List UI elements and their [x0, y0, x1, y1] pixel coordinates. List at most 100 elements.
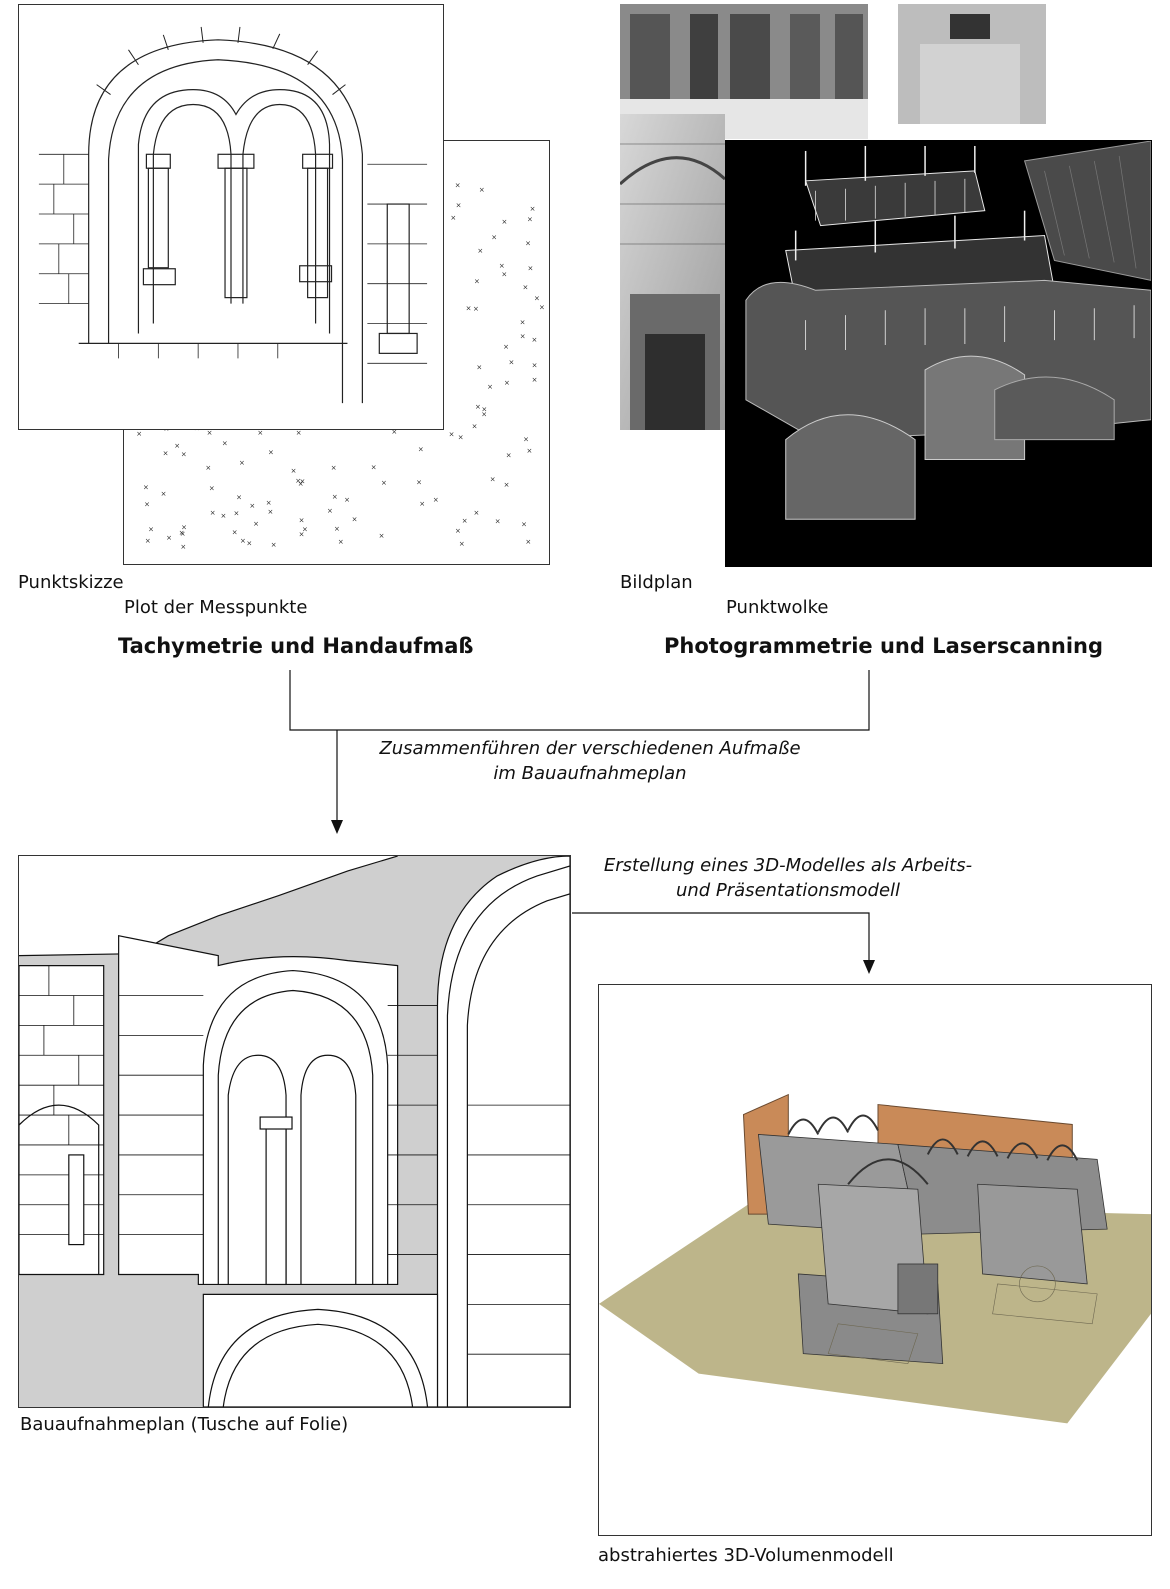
volume-model	[598, 984, 1152, 1536]
survey-point: ×	[163, 450, 169, 458]
survey-point: ×	[474, 278, 480, 286]
point-sketch	[18, 4, 444, 430]
survey-point: ×	[527, 264, 533, 272]
survey-point: ×	[166, 534, 172, 542]
survey-point: ×	[205, 464, 211, 472]
volume-model-graphic	[599, 1093, 1151, 1424]
survey-point: ×	[268, 508, 274, 516]
survey-point: ×	[331, 464, 337, 472]
survey-point: ×	[209, 484, 215, 492]
survey-point: ×	[501, 270, 507, 278]
survey-point: ×	[433, 496, 439, 504]
survey-point: ×	[136, 430, 142, 438]
survey-point: ×	[476, 364, 482, 372]
survey-point: ×	[475, 403, 481, 411]
survey-point: ×	[525, 240, 531, 248]
merge-note: Zusammenführen der verschiedenen Aufmaße…	[340, 736, 840, 786]
survey-point: ×	[532, 376, 538, 384]
survey-point: ×	[268, 449, 274, 457]
survey-point: ×	[299, 516, 305, 524]
point-cloud-graphic	[726, 141, 1151, 566]
survey-point: ×	[371, 464, 377, 472]
plot-caption: Plot der Messpunkte	[124, 597, 308, 618]
survey-point: ×	[479, 186, 485, 194]
survey-point: ×	[449, 431, 455, 439]
survey-point: ×	[180, 530, 186, 538]
point-cloud	[725, 140, 1152, 567]
survey-point: ×	[179, 529, 185, 537]
survey-point: ×	[477, 247, 483, 255]
survey-point: ×	[530, 205, 536, 213]
survey-point: ×	[520, 318, 526, 326]
survey-point: ×	[291, 467, 297, 475]
survey-point: ×	[534, 295, 540, 303]
survey-point: ×	[472, 422, 478, 430]
survey-point: ×	[503, 343, 509, 351]
survey-point: ×	[487, 383, 493, 391]
survey-point: ×	[352, 515, 358, 523]
survey-plan	[18, 855, 571, 1408]
survey-point: ×	[495, 517, 501, 525]
survey-point: ×	[532, 362, 538, 370]
survey-point: ×	[232, 528, 238, 536]
survey-point: ×	[296, 429, 302, 437]
survey-point: ×	[481, 410, 487, 418]
survey-point: ×	[207, 429, 213, 437]
survey-point: ×	[523, 435, 529, 443]
arcade-sketch-graphic	[38, 26, 428, 404]
survey-point: ×	[181, 451, 187, 459]
survey-point: ×	[327, 507, 333, 515]
survey-point: ×	[332, 493, 338, 501]
survey-point: ×	[419, 500, 425, 508]
survey-point: ×	[455, 527, 461, 535]
survey-point: ×	[302, 525, 308, 533]
arrowheads	[331, 820, 875, 974]
survey-point: ×	[299, 530, 305, 538]
cloud-caption: Punktwolke	[726, 597, 829, 618]
survey-point: ×	[246, 539, 252, 547]
merge-note-line2: im Bauaufnahmeplan	[493, 763, 687, 784]
survey-point: ×	[334, 525, 340, 533]
survey-point: ×	[491, 233, 497, 241]
survey-point: ×	[455, 182, 461, 190]
survey-point: ×	[338, 538, 344, 546]
survey-point: ×	[459, 540, 465, 548]
survey-point: ×	[499, 262, 505, 270]
survey-point: ×	[181, 523, 187, 531]
right-heading: Photogrammetrie und Laserscanning	[664, 634, 1104, 658]
survey-point: ×	[462, 517, 468, 525]
merge-note-line1: Zusammenführen der verschiedenen Aufmaße	[379, 738, 801, 759]
measurement-points-graphic: × × × × × × × × × × × × × × × × × × × × × × × × × × × × × × × × × × × × × × × ×…	[136, 182, 545, 551]
survey-point: ×	[521, 521, 527, 529]
survey-point: ×	[161, 490, 167, 498]
model-caption: abstrahiertes 3D-Volumenmodell	[598, 1545, 894, 1566]
survey-point: ×	[481, 405, 487, 413]
survey-point: ×	[527, 447, 533, 455]
model-note: Erstellung eines 3D-Modelles als Arbeits…	[578, 853, 998, 903]
survey-point: ×	[210, 509, 216, 517]
survey-point: ×	[450, 214, 456, 222]
survey-point: ×	[239, 459, 245, 467]
survey-point: ×	[148, 525, 154, 533]
survey-point: ×	[520, 332, 526, 340]
survey-point: ×	[222, 439, 228, 447]
survey-point: ×	[527, 216, 533, 224]
survey-point: ×	[344, 496, 350, 504]
survey-point: ×	[236, 494, 242, 502]
plan-caption: Bauaufnahmeplan (Tusche auf Folie)	[20, 1414, 349, 1435]
survey-point: ×	[504, 481, 510, 489]
survey-point: ×	[174, 442, 180, 450]
survey-point: ×	[391, 428, 397, 436]
survey-point: ×	[381, 479, 387, 487]
survey-point: ×	[253, 520, 259, 528]
survey-point: ×	[240, 537, 246, 545]
sketch-caption: Punktskizze	[18, 572, 124, 593]
survey-point: ×	[490, 475, 496, 483]
survey-point: ×	[180, 543, 186, 551]
survey-point: ×	[144, 501, 150, 509]
survey-point: ×	[502, 218, 508, 226]
photo-plan-graphic	[620, 4, 1046, 430]
survey-point: ×	[257, 429, 263, 437]
survey-plan-graphic	[19, 856, 570, 1407]
